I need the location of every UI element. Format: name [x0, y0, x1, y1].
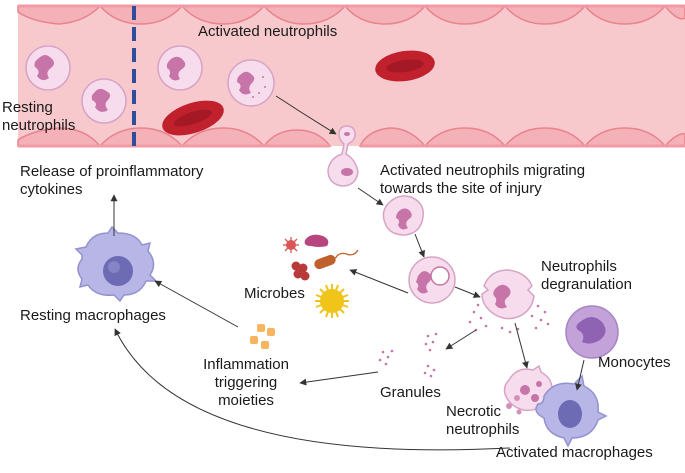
- pollen-microbe: [315, 284, 349, 318]
- arrow-activated-to-resting-macrophage: [114, 328, 511, 451]
- endothelium-top: [17, 5, 685, 25]
- activated-neutrophil: [157, 45, 203, 91]
- phagocytosing-neutrophil: [408, 256, 456, 304]
- inflammation-moieties: [250, 324, 275, 349]
- label-inflammation-line1: Inflammation: [203, 356, 289, 373]
- label-granules: Granules: [380, 384, 441, 401]
- label-necrotic-line1: Necrotic: [446, 403, 502, 420]
- blood-vessel: [17, 4, 685, 148]
- degranulating-neutrophil: [481, 269, 535, 320]
- arrow-granules-to-moieties: [299, 371, 379, 386]
- necrotic-neutrophil: [503, 364, 553, 415]
- extravasated-neutrophil: [382, 195, 424, 236]
- arrow-moieties-to-macrophage: [154, 280, 239, 328]
- arrows: [110, 95, 585, 451]
- released-granules: [468, 303, 550, 334]
- activated-neutrophil: [227, 59, 275, 107]
- bacterium: [314, 249, 359, 270]
- red-blood-cell: [162, 100, 224, 136]
- endothelium-bottom: [17, 127, 685, 147]
- migrating-neutrophil: [327, 125, 359, 187]
- arrow-to-granules: [445, 329, 477, 350]
- label-monocytes: Monocytes: [598, 354, 671, 371]
- resting-neutrophil: [25, 45, 71, 91]
- label-inflammation-line2: triggering: [214, 374, 278, 391]
- arrow-to-migration: [275, 95, 337, 135]
- label-migrating-line1: Activated neutrophils migrating: [380, 162, 586, 179]
- arrow-monocyte-to-macrophage: [575, 359, 585, 391]
- microbes: [283, 234, 359, 318]
- monocyte: [565, 305, 619, 359]
- arrow-to-necrotic: [514, 322, 529, 369]
- label-activated-neutrophils: Activated neutrophils: [198, 23, 338, 40]
- activated-macrophage: [535, 374, 608, 448]
- label-necrotic-line2: neutrophils: [446, 421, 520, 438]
- virus: [283, 237, 299, 253]
- label-release-cytokines-line1: Release of proinflammatory: [20, 163, 204, 180]
- label-microbes: Microbes: [244, 285, 305, 302]
- arrow-to-microbes: [349, 269, 409, 294]
- label-release-cytokines-line2: cytokines: [20, 181, 83, 198]
- resting-neutrophil: [81, 78, 127, 124]
- resting-macrophage: [74, 225, 158, 303]
- arrow-to-extravasated: [357, 187, 384, 206]
- label-resting-neutrophils-line2: neutrophils: [2, 117, 76, 134]
- label-degranulation-line1: Neutrophils: [541, 258, 617, 275]
- label-migrating-line2: towards the site of injury: [380, 180, 542, 197]
- red-blood-cell: [375, 50, 435, 82]
- label-resting-macrophages: Resting macrophages: [20, 307, 166, 324]
- arrow-to-phagocytosing: [414, 233, 425, 258]
- cocci-cluster: [291, 261, 310, 281]
- label-inflammation-line3: moieties: [218, 392, 274, 409]
- granules-cluster: [378, 332, 438, 378]
- label-activated-macrophages: Activated macrophages: [496, 444, 653, 461]
- arrow-to-degranulation: [454, 286, 481, 298]
- label-resting-neutrophils-line1: Resting: [2, 99, 53, 116]
- label-degranulation-line2: degranulation: [541, 276, 632, 293]
- bacterium: [304, 234, 329, 247]
